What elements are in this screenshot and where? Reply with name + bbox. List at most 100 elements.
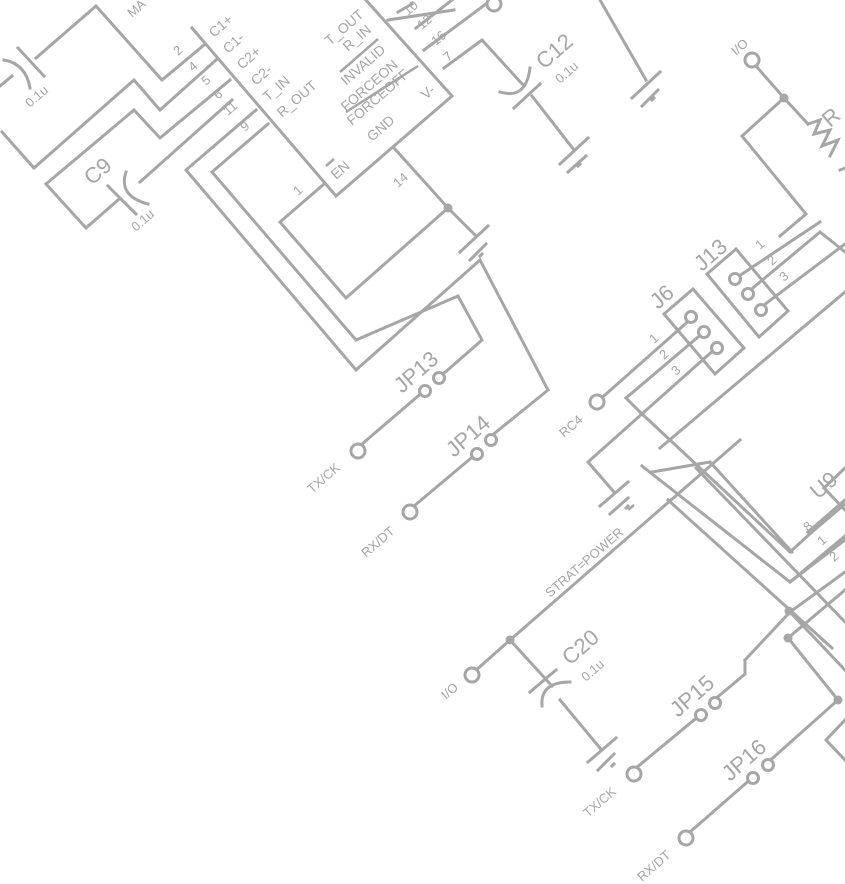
wire xyxy=(693,465,845,625)
port-pad xyxy=(401,503,419,521)
ic-max: MA 2 4 5 6 11 9 C1+ C1- C2+ C2- T_IN R_O… xyxy=(124,0,503,199)
ic-body xyxy=(821,465,845,513)
jumper-jp13: JP13 xyxy=(389,346,446,398)
wire xyxy=(763,635,841,767)
cap-plate xyxy=(15,45,47,79)
en-overbar xyxy=(325,158,335,167)
port-label: TX/CK xyxy=(304,460,343,497)
jumper-pad xyxy=(746,771,760,785)
wire xyxy=(657,290,845,451)
ground-icon xyxy=(597,479,631,517)
ground-icon xyxy=(557,135,591,175)
junctions xyxy=(443,93,843,705)
port-label: RX/DT xyxy=(358,523,397,560)
wire xyxy=(43,181,121,231)
wire xyxy=(359,388,427,447)
port-pad xyxy=(588,393,606,411)
wire xyxy=(395,1,415,15)
jumper-ref: JP13 xyxy=(389,346,443,398)
capacitor-c20: C20 0.1u xyxy=(527,624,607,708)
capacitor-left: 0.1u xyxy=(2,45,51,110)
jumper-pad xyxy=(761,758,775,772)
wire xyxy=(745,230,845,295)
port-txck-1: TX/CK xyxy=(304,442,367,497)
ground-icon xyxy=(585,735,619,773)
pin-name-gnd: GND xyxy=(363,112,397,144)
port-rxdt-2: RX/DT xyxy=(634,829,695,884)
jumper-ref: JP16 xyxy=(717,734,771,786)
wire xyxy=(637,409,845,555)
jumper-jp16: JP16 xyxy=(717,734,775,786)
cap-plate xyxy=(105,183,139,217)
port-label: TX/CK xyxy=(580,784,619,821)
jumper-pad xyxy=(484,433,498,447)
pin-number: 14 xyxy=(390,169,411,190)
connector-j6: J6 1 2 3 xyxy=(645,280,747,378)
jumper-ref: JP15 xyxy=(665,670,719,722)
jumper-pad xyxy=(418,384,432,398)
wire xyxy=(277,181,451,301)
junction-dot xyxy=(833,695,843,705)
wire xyxy=(421,1,489,53)
pin-number: 1 xyxy=(752,236,767,252)
wire xyxy=(209,121,484,378)
connector-pin xyxy=(754,303,768,317)
port-pad xyxy=(463,666,481,684)
connector-ref: J6 xyxy=(645,280,679,314)
wire xyxy=(650,460,795,555)
jumper-pad xyxy=(708,696,722,710)
wire xyxy=(391,145,479,239)
wire xyxy=(43,77,233,187)
port-pad xyxy=(625,765,643,783)
wire xyxy=(594,315,695,405)
wire xyxy=(137,97,235,185)
connector-ref: J13 xyxy=(689,234,732,276)
port-pad xyxy=(677,829,695,847)
port-label: RC4 xyxy=(556,412,585,440)
port-io-bottom: I/O xyxy=(438,666,481,702)
ic-body xyxy=(189,0,455,199)
port-pad xyxy=(743,51,761,69)
pin-number: 3 xyxy=(776,268,791,284)
ground-symbols xyxy=(457,69,663,773)
wire xyxy=(687,775,755,835)
port-rc4: RC4 xyxy=(556,393,606,440)
junction-dot xyxy=(443,203,453,213)
wire xyxy=(471,637,555,689)
cap-curve xyxy=(2,58,32,90)
port-label: RX/DT xyxy=(634,847,673,884)
wire xyxy=(33,3,207,83)
wire xyxy=(633,712,703,771)
wire xyxy=(838,166,845,172)
wire xyxy=(411,451,479,509)
wire xyxy=(733,219,823,281)
connector-pin xyxy=(697,325,711,339)
port-rxdt-1: RX/DT xyxy=(358,503,419,560)
jumper-pad xyxy=(694,708,708,722)
connector-j13: J13 1 2 3 xyxy=(689,234,791,340)
port-txck-2: TX/CK xyxy=(580,765,643,821)
pin-number: 2 xyxy=(826,548,841,564)
connector-pin xyxy=(710,341,724,355)
wires xyxy=(0,0,845,835)
junction-dot xyxy=(779,93,789,103)
wire xyxy=(585,345,719,495)
resistor-ref: R xyxy=(817,102,845,131)
wire xyxy=(785,588,845,641)
pin-number: 2 xyxy=(170,42,185,58)
wire xyxy=(805,498,845,535)
port-pad xyxy=(349,442,367,460)
wire xyxy=(757,242,845,311)
cap-curve xyxy=(498,66,532,95)
ground-icon xyxy=(629,69,663,109)
pin-number: 11 xyxy=(220,98,240,118)
connector-pin xyxy=(728,272,742,286)
cap-plate xyxy=(527,667,559,695)
pin-number: 1 xyxy=(290,182,305,198)
jumper-jp14: JP14 xyxy=(441,410,498,462)
wire xyxy=(739,95,809,239)
pin-number: 5 xyxy=(198,72,213,88)
capacitor-c12: C12 0.1u xyxy=(498,28,581,111)
cap-ref: C9 xyxy=(79,152,117,189)
